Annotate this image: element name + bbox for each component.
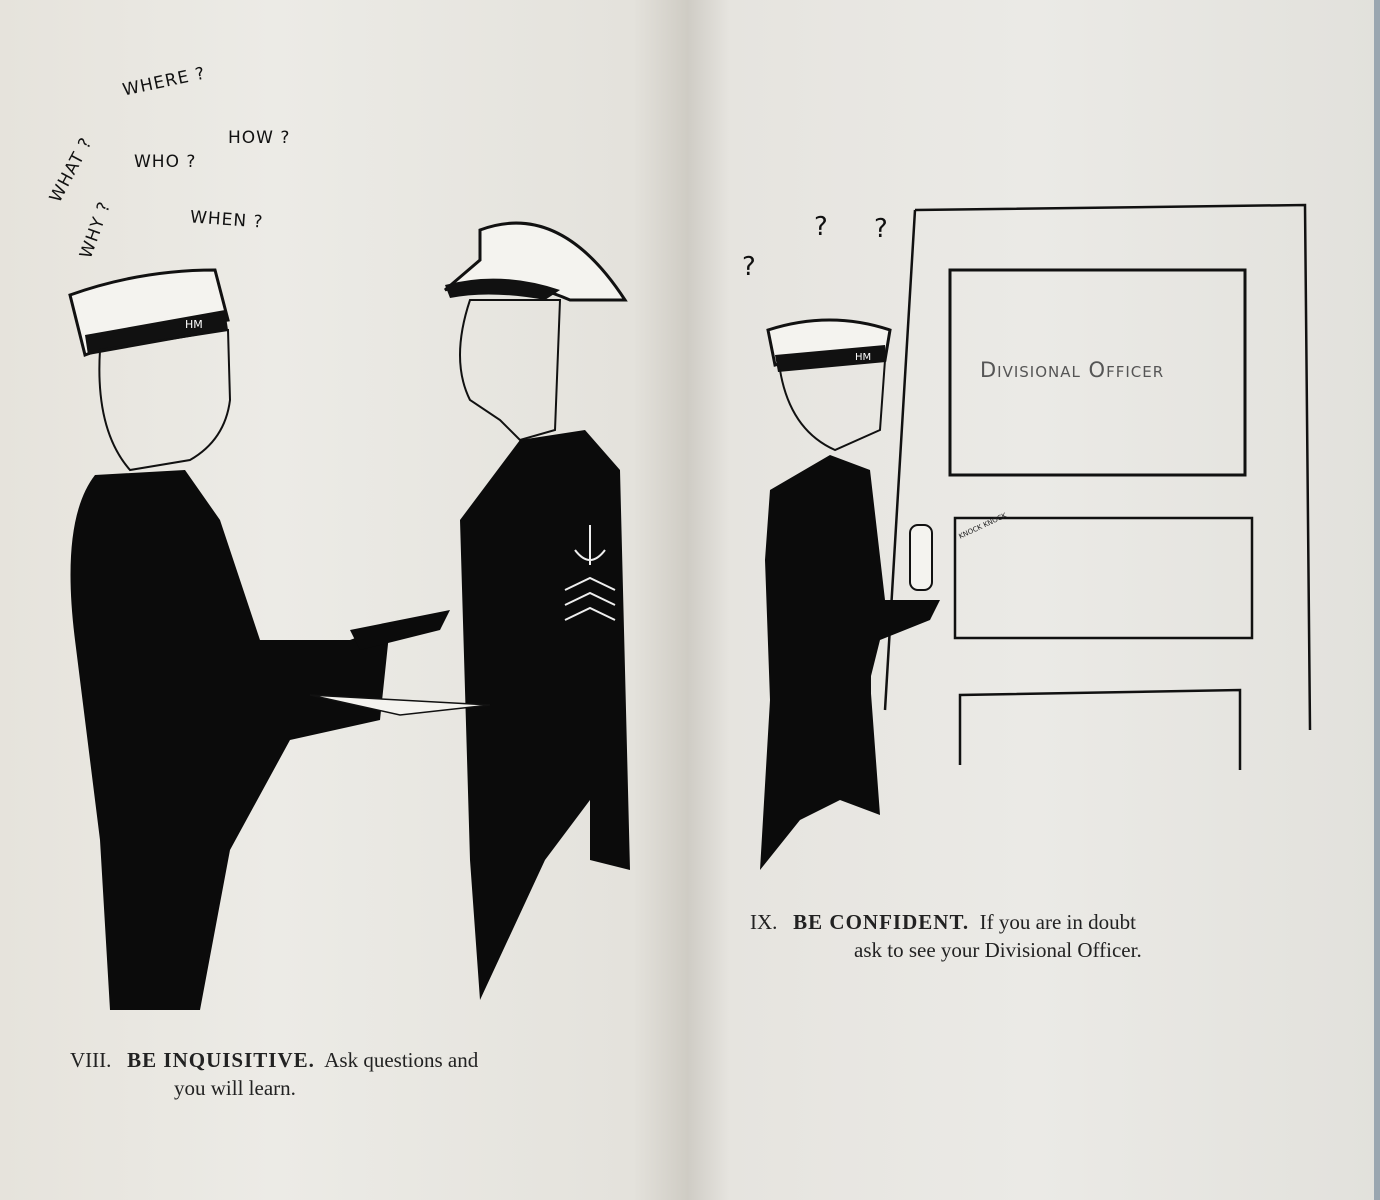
question-mark: ? [742,252,757,282]
question-mark: ? [874,214,889,244]
caption-numeral: VIII. [70,1048,112,1072]
caption-numeral: IX. [750,910,778,934]
cap-band-text: HM [855,352,871,363]
question-how: HOW ? [228,128,291,148]
cap-band-text: HM [185,318,203,331]
caption-text: you will learn. [174,1076,296,1100]
sailor-illustration-left: HM [68,268,450,1010]
caption-ix: IX. BE CONFIDENT. If you are in doubt as… [750,908,1142,964]
caption-text: ask to see your Divisional Officer. [854,938,1142,962]
caption-text: Ask questions and [324,1048,479,1072]
question-mark: ? [814,212,829,242]
door-illustration [869,203,1312,770]
sailor-illustration-right: HM [760,318,940,870]
caption-viii: VIII. BE INQUISITIVE. Ask questions and … [70,1046,478,1102]
question-who: WHO ? [134,152,197,172]
caption-heading: BE CONFIDENT. [793,910,970,934]
caption-text: If you are in doubt [979,910,1136,934]
door-sign: Divisional Officer [980,358,1165,382]
page-edge [1374,0,1380,1200]
caption-heading: BE INQUISITIVE. [127,1048,315,1072]
officer-illustration [309,221,630,1000]
